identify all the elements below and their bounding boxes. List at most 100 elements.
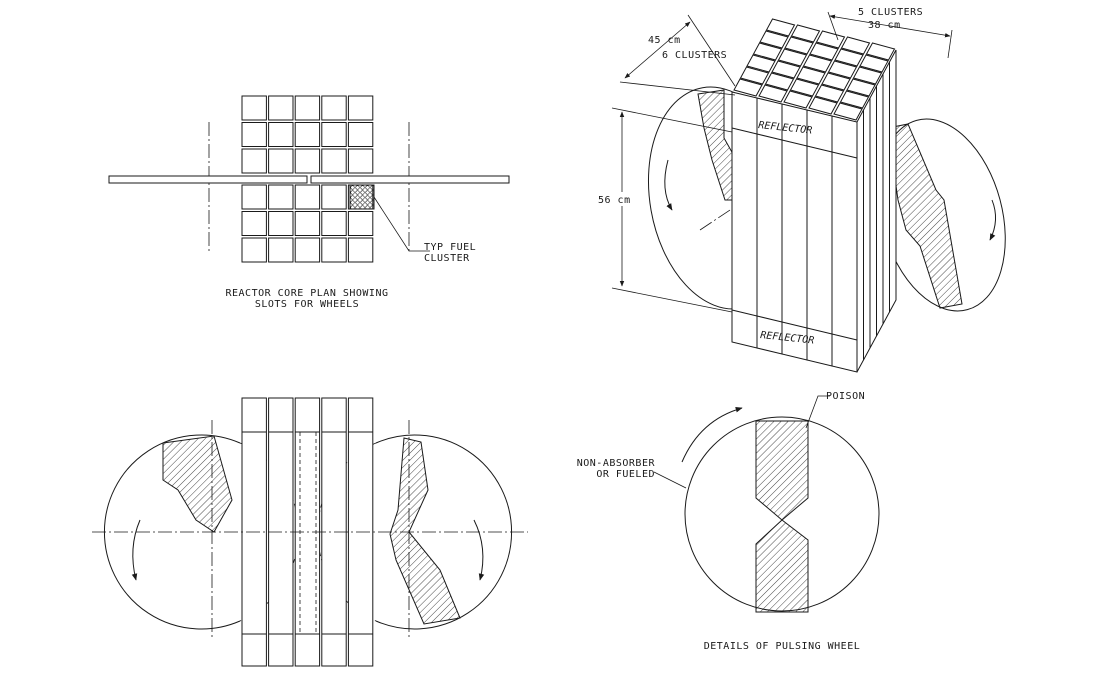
non-absorber-label-line2: OR FUELED <box>596 469 655 480</box>
fuel-cluster-cell <box>268 237 294 263</box>
pulsing-wheel-rotation-arrow <box>681 407 743 463</box>
cluster-label-line1: TYP FUEL <box>424 242 476 253</box>
width-clusters-text: 6 CLUSTERS <box>662 50 727 61</box>
iso-reflector-band-bottom <box>831 333 858 341</box>
fuel-cluster-cell <box>294 122 321 147</box>
iso-front-column <box>731 91 758 349</box>
iso-wheel-right-rotation-arrow <box>989 199 996 241</box>
iso-side-column <box>876 73 884 337</box>
depth-dimension-line <box>829 14 951 38</box>
pulsing-wheel-caption: DETAILS OF PULSING WHEEL <box>704 641 861 652</box>
wheel-slot-right <box>310 175 510 184</box>
wheel-slot-left <box>108 175 308 184</box>
iso-side-column <box>856 109 864 373</box>
iso-top-cell <box>808 96 838 115</box>
poison-leader-line <box>805 395 830 429</box>
iso-front-column <box>831 115 858 373</box>
fuel-cluster-cell <box>268 211 294 236</box>
fuel-cluster-cell <box>347 148 374 174</box>
iso-top-cell <box>759 30 789 49</box>
fuel-cluster-cell <box>241 211 267 236</box>
fuel-cluster-cell <box>268 122 294 147</box>
depth-dim-text: 38 cm <box>868 20 901 31</box>
fuel-cluster-cell <box>294 95 321 121</box>
core-elevation-view <box>92 397 528 667</box>
cluster-label-line2: CLUSTER <box>424 253 470 264</box>
typical-fuel-cluster <box>349 184 375 210</box>
iso-top-cell <box>752 42 783 61</box>
iso-front-column <box>756 97 783 355</box>
width-dimension-line <box>624 21 691 79</box>
fuel-cluster-cell <box>347 122 374 147</box>
iso-reflector-band-top <box>806 145 833 153</box>
iso-top-cell <box>765 18 796 37</box>
iso-front-column <box>781 103 808 361</box>
fuel-cluster-cell <box>241 237 267 263</box>
plan-caption-line2: SLOTS FOR WHEELS <box>255 299 359 310</box>
fuel-cluster-cell <box>294 237 321 263</box>
fuel-cluster-cell <box>347 211 374 236</box>
fuel-cluster-cell <box>241 95 267 121</box>
plan-caption-line1: REACTOR CORE PLAN SHOWING <box>225 288 388 299</box>
iso-top-cell <box>834 48 864 67</box>
fuel-cluster-cell <box>241 122 267 147</box>
iso-front-column <box>806 109 833 367</box>
cluster-leader-line <box>373 196 430 252</box>
elev-wheel-right-rotation-arrow <box>473 519 485 581</box>
pulsing-wheel-poison-strip <box>755 420 809 613</box>
fuel-cluster-cell <box>321 184 347 210</box>
iso-reflector-band-top <box>756 133 783 141</box>
iso-top-cell <box>814 84 845 103</box>
fuel-cluster-cell <box>268 184 294 210</box>
poison-label: POISON <box>826 391 865 402</box>
iso-top-cell <box>777 48 808 67</box>
iso-top-cell <box>852 66 883 85</box>
iso-top-cell <box>746 54 776 73</box>
iso-top-cell <box>790 24 821 43</box>
iso-wheel-right-poison <box>887 123 963 309</box>
fuel-cluster-cell <box>294 148 321 174</box>
fuel-cluster-cell <box>321 237 347 263</box>
fuel-cluster-cell <box>347 95 374 121</box>
elev-wheel-left-rotation-arrow <box>131 519 141 581</box>
fuel-cluster-cell <box>241 148 267 174</box>
iso-side-column <box>882 61 890 325</box>
height-dim-text: 56 cm <box>598 195 631 206</box>
iso-top-cell <box>865 42 896 61</box>
iso-reflector-band-top <box>781 139 808 147</box>
iso-reflector-band-top <box>731 127 758 135</box>
fuel-cluster-cell <box>321 211 347 236</box>
non-absorber-label-line1: NON-ABSORBER <box>577 458 656 469</box>
iso-top-cell <box>784 36 814 55</box>
non-absorber-leader-line <box>653 471 687 489</box>
iso-side-column <box>863 97 871 361</box>
iso-wheel-left-rotation-arrow <box>664 159 673 211</box>
iso-reflector-band-bottom <box>731 309 758 317</box>
iso-top-cell <box>802 54 833 73</box>
iso-reflector-band-bottom <box>756 315 783 323</box>
fuel-cluster-cell <box>294 211 321 236</box>
fuel-cluster-cell <box>321 122 347 147</box>
iso-dimensions: 45 cm 6 CLUSTERS 5 CLUSTERS 38 cm 56 cm <box>594 7 953 313</box>
elev-wheel-left-poison <box>162 435 233 533</box>
iso-top-cell <box>840 36 871 55</box>
iso-reflector-band-bottom <box>781 321 808 329</box>
iso-top-cell <box>839 90 870 109</box>
iso-top-cell <box>789 78 820 97</box>
iso-top-cell <box>739 66 770 85</box>
iso-top-cell <box>733 78 763 97</box>
iso-top-cell <box>764 72 795 91</box>
fuel-cluster-cell <box>294 184 321 210</box>
depth-clusters-text: 5 CLUSTERS <box>858 7 923 18</box>
width-dim-text: 45 cm <box>648 35 681 46</box>
pulsing-wheel-detail: POISON NON-ABSORBER OR FUELED DETAILS OF… <box>577 391 880 652</box>
fuel-cluster-cell <box>241 184 267 210</box>
iso-top-cell <box>783 90 813 109</box>
core-plan-view: TYP FUEL CLUSTER REACTOR CORE PLAN SHOWI… <box>108 95 510 310</box>
iso-top-cell <box>859 54 889 73</box>
iso-top-cell <box>796 66 826 85</box>
fuel-cluster-cell <box>268 95 294 121</box>
iso-reflector-band-bottom <box>806 327 833 335</box>
